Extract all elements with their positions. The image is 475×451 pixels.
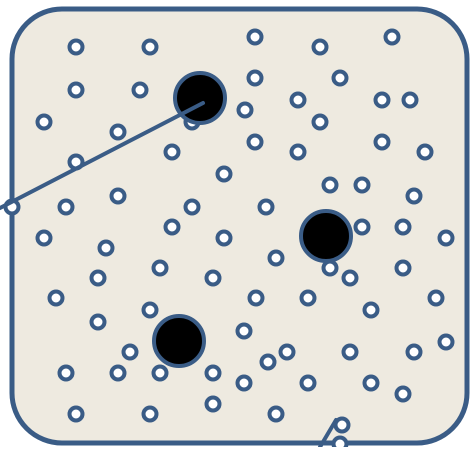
small-particle xyxy=(419,146,432,159)
small-particle xyxy=(134,84,147,97)
small-particle xyxy=(38,116,51,129)
small-particle xyxy=(440,336,453,349)
small-particle xyxy=(166,146,179,159)
small-particle xyxy=(154,262,167,275)
small-particle xyxy=(356,221,369,234)
small-particle xyxy=(324,262,337,275)
small-particle xyxy=(250,292,263,305)
small-particle xyxy=(92,316,105,329)
small-particle xyxy=(207,398,220,411)
small-particle xyxy=(404,94,417,107)
small-particle xyxy=(144,304,157,317)
small-particle xyxy=(260,201,273,214)
small-particle xyxy=(281,346,294,359)
small-particle xyxy=(324,179,337,192)
small-particle xyxy=(112,126,125,139)
small-particle xyxy=(314,116,327,129)
small-particle xyxy=(124,346,137,359)
small-particle xyxy=(376,94,389,107)
small-particle xyxy=(50,292,63,305)
small-particle xyxy=(218,168,231,181)
small-particle xyxy=(386,31,399,44)
small-particle xyxy=(70,408,83,421)
small-particle xyxy=(292,94,305,107)
small-particle xyxy=(440,232,453,245)
small-particle xyxy=(218,232,231,245)
small-particle xyxy=(154,367,167,380)
small-particle xyxy=(356,179,369,192)
small-particle xyxy=(112,190,125,203)
small-particle xyxy=(238,377,251,390)
small-particle xyxy=(166,221,179,234)
small-particle xyxy=(397,262,410,275)
small-particle xyxy=(430,292,443,305)
small-particle xyxy=(38,232,51,245)
small-particle xyxy=(92,272,105,285)
small-particle xyxy=(144,41,157,54)
small-particle xyxy=(334,72,347,85)
small-particle xyxy=(365,377,378,390)
small-particle xyxy=(314,41,327,54)
small-particle xyxy=(238,325,251,338)
small-particle xyxy=(144,408,157,421)
small-particle xyxy=(376,136,389,149)
small-particle xyxy=(60,367,73,380)
small-particle xyxy=(292,146,305,159)
small-particle xyxy=(344,346,357,359)
small-particle xyxy=(112,367,125,380)
small-particle xyxy=(334,438,347,448)
small-particle xyxy=(397,221,410,234)
small-particle xyxy=(207,367,220,380)
small-particle xyxy=(100,242,113,255)
small-particle xyxy=(408,190,421,203)
small-particle xyxy=(60,201,73,214)
small-particle xyxy=(249,72,262,85)
small-particle xyxy=(239,104,252,117)
small-particle xyxy=(302,292,315,305)
small-particle xyxy=(344,272,357,285)
small-particle xyxy=(365,304,378,317)
small-particle xyxy=(270,408,283,421)
small-particle xyxy=(262,356,275,369)
small-particle xyxy=(186,201,199,214)
small-particle xyxy=(207,272,220,285)
small-particle xyxy=(397,388,410,401)
large-particle xyxy=(154,316,204,366)
small-particle xyxy=(270,252,283,265)
small-particle xyxy=(70,84,83,97)
small-particle xyxy=(70,41,83,54)
small-particle xyxy=(249,136,262,149)
small-particle xyxy=(302,377,315,390)
large-particle xyxy=(301,211,351,261)
small-particle xyxy=(249,31,262,44)
small-particle xyxy=(408,346,421,359)
